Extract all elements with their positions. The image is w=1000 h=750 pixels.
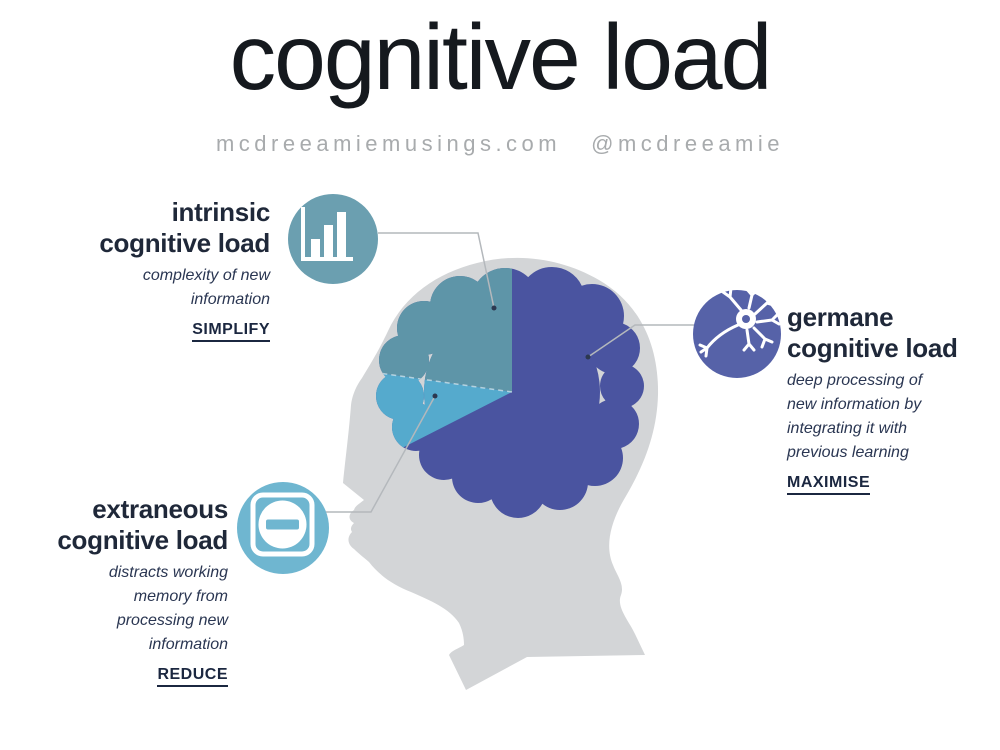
leader-line-intrinsic: [378, 232, 495, 309]
minus-bar: [266, 519, 299, 530]
credits: mcdreeamiemusings.com @mcdreeamie: [0, 131, 1000, 157]
chart-bar-medium: [324, 225, 333, 257]
page-title: cognitive load: [229, 5, 773, 109]
intrinsic-wedge: [376, 267, 512, 392]
extraneous-desc-line: distracts working: [108, 564, 228, 581]
extraneous-action-label: REDUCE: [157, 666, 228, 687]
extraneous-desc-line: processing new: [116, 612, 228, 629]
intrinsic-description: complexity of new information: [20, 264, 270, 312]
intrinsic-desc-line: complexity of new: [142, 267, 270, 284]
neuron-axon: [705, 323, 740, 350]
leader-dot-germane: [585, 354, 591, 360]
leader-dot-intrinsic: [491, 305, 497, 311]
germane-heading: germane cognitive load: [787, 302, 1000, 364]
neuron-icon: [693, 286, 781, 378]
germane-description: deep processing of new information by in…: [787, 369, 1000, 465]
intrinsic-heading: intrinsic cognitive load: [20, 197, 270, 259]
germane-action-label: MAXIMISE: [787, 474, 871, 495]
germane-desc-line: integrating it with: [787, 420, 908, 437]
wedge-divider-dashed: [376, 367, 513, 393]
extraneous-desc-line: information: [148, 636, 228, 653]
extraneous-heading-line2: cognitive load: [57, 525, 228, 555]
section-germane: germane cognitive load deep processing o…: [787, 302, 1000, 495]
bar-chart-icon: [288, 194, 378, 284]
germane-heading-line2: cognitive load: [787, 333, 958, 363]
twitter-handle: @mcdreeamie: [591, 131, 785, 156]
extraneous-heading-line1: extraneous: [92, 494, 228, 524]
intrinsic-desc-line: information: [190, 291, 270, 308]
website-credit: mcdreeamiemusings.com: [215, 131, 562, 156]
minus-icon: [237, 482, 329, 574]
germane-desc-line: previous learning: [787, 444, 909, 461]
neuron-soma-hole: [742, 315, 750, 323]
germane-desc-line: deep processing of: [787, 372, 923, 389]
chart-bar-tall: [337, 212, 346, 257]
leader-line-extraneous: [326, 395, 436, 513]
chart-axis-horizontal: [301, 257, 353, 261]
intrinsic-action-label: SIMPLIFY: [192, 321, 270, 342]
extraneous-desc-line: memory from: [133, 588, 228, 605]
intrinsic-heading-line2: cognitive load: [99, 228, 270, 258]
leader-dot-extraneous: [432, 393, 438, 399]
leader-lines: [326, 232, 694, 513]
intrinsic-heading-line1: intrinsic: [171, 197, 271, 227]
minus-square: [250, 492, 315, 557]
leader-line-germane: [587, 324, 694, 358]
section-intrinsic: intrinsic cognitive load complexity of n…: [20, 197, 270, 342]
germane-desc-line: new information by: [787, 396, 922, 413]
chart-bar-small: [311, 239, 320, 257]
germane-heading-line1: germane: [787, 302, 894, 332]
neuron-branches: [698, 286, 781, 358]
chart-axis-vertical: [301, 207, 305, 261]
extraneous-description: distracts working memory from processing…: [0, 561, 228, 657]
extraneous-heading: extraneous cognitive load: [0, 494, 228, 556]
section-extraneous: extraneous cognitive load distracts work…: [0, 494, 228, 687]
